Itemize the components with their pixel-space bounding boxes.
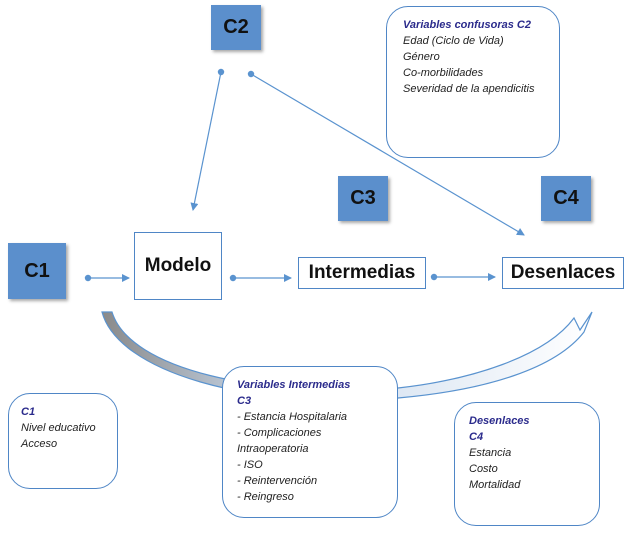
note-c4-title: Desenlaces — [469, 415, 530, 427]
note-c1-line: Nivel educativo — [21, 422, 96, 434]
note-c3-line: - ISO — [237, 459, 263, 471]
badge-c1: C1 — [8, 243, 66, 299]
badge-c2: C2 — [211, 5, 261, 50]
note-c3-line: Intraoperatoria — [237, 443, 309, 455]
note-outcomes-c4: Desenlaces C4 Estancia Costo Mortalidad — [454, 402, 600, 526]
note-c3-line: - Estancia Hospitalaria — [237, 411, 348, 423]
note-c3-title: C3 — [237, 395, 252, 407]
note-c2-line: Co-morbilidades — [403, 67, 484, 79]
node-intermedias: Intermedias — [298, 257, 426, 289]
note-c3-line: - Reintervención — [237, 475, 318, 487]
note-c2-title: Variables confusoras C2 — [403, 19, 531, 31]
arrow-c2-desenlaces — [250, 73, 525, 236]
note-intermediate-c3: Variables Intermedias C3 - Estancia Hosp… — [222, 366, 398, 518]
note-confounders-c2: Variables confusoras C2 Edad (Ciclo de V… — [386, 6, 560, 158]
note-c4-line: Estancia — [469, 447, 512, 459]
note-c1-line: Acceso — [21, 438, 58, 450]
arrow-c2-modelo — [190, 71, 222, 211]
node-modelo: Modelo — [134, 232, 222, 300]
note-c4-line: Costo — [469, 463, 498, 475]
note-c3-line: - Complicaciones — [237, 427, 322, 439]
note-c1-title: C1 — [21, 406, 36, 418]
note-c2-line: Edad (Ciclo de Vida) — [403, 35, 504, 47]
note-c3-title: Variables Intermedias — [237, 379, 351, 391]
note-c4-title: C4 — [469, 431, 484, 443]
note-c2-line: Severidad de la apendicitis — [403, 83, 535, 95]
badge-c4: C4 — [541, 176, 591, 221]
node-desenlaces: Desenlaces — [502, 257, 624, 289]
badge-c3: C3 — [338, 176, 388, 221]
note-c4-line: Mortalidad — [469, 479, 521, 491]
note-c2-line: Género — [403, 51, 440, 63]
note-c3-line: - Reingreso — [237, 491, 294, 503]
note-c1: C1 Nivel educativo Acceso — [8, 393, 118, 489]
